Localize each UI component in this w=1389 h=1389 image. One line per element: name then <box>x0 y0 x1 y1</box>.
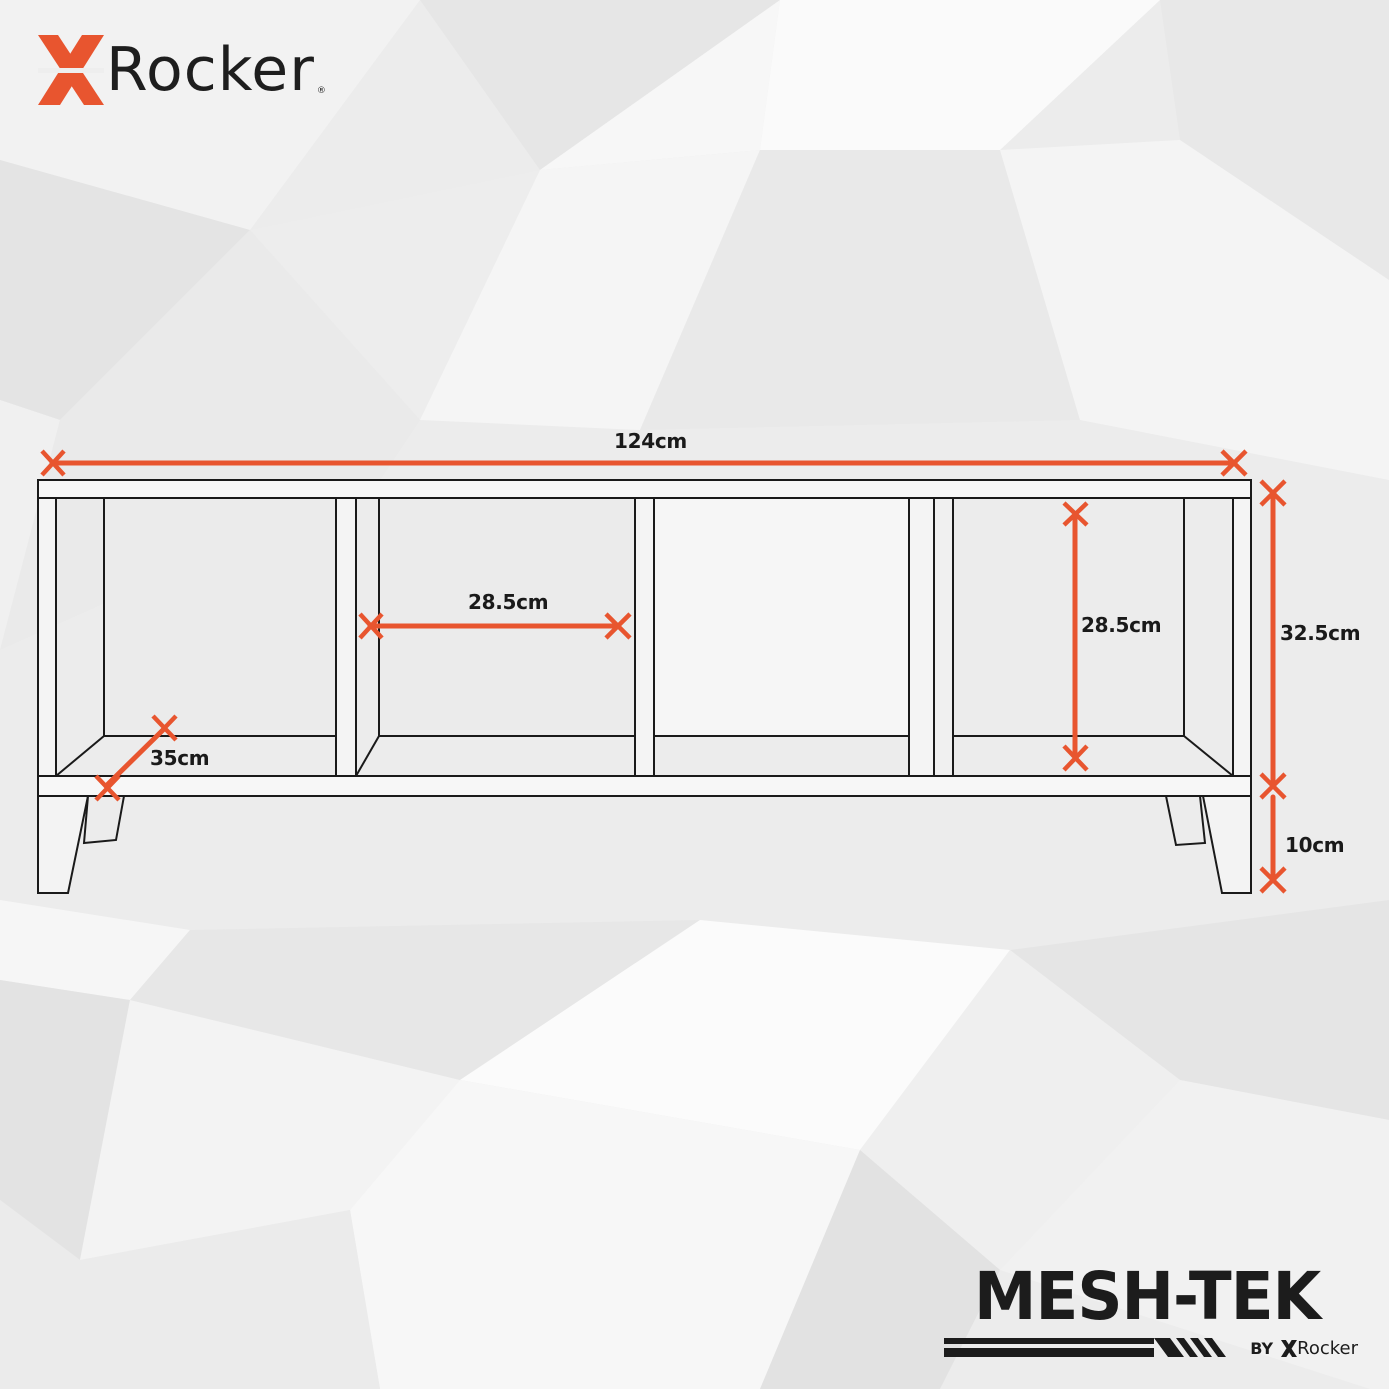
by-xrocker: BY Rocker <box>1250 1338 1358 1359</box>
x-marker-icon <box>604 612 632 640</box>
dimension-end-markers <box>40 449 1287 894</box>
leg-height-label: 10cm <box>1285 833 1345 857</box>
mesh-tek-wordmark: MESH-TEK <box>974 1258 1321 1335</box>
x-marker-icon <box>1259 772 1287 800</box>
x-marker-icon <box>40 449 66 477</box>
x-marker-icon <box>1259 479 1287 507</box>
x-marker-icon <box>1220 449 1248 477</box>
x-marker-icon <box>1259 866 1287 894</box>
mesh-tek-logo: MESH-TEK BY Rocker <box>944 1264 1358 1362</box>
logo-wordmark: Rocker <box>106 35 315 105</box>
tv-unit-outline <box>37 479 1252 894</box>
registered-mark: ® <box>316 86 326 96</box>
x-marker-icon <box>358 612 384 640</box>
xrocker-x-icon <box>38 35 104 105</box>
small-x-icon <box>1281 1340 1298 1357</box>
x-marker-icon <box>1062 744 1089 772</box>
small-xrocker-wordmark: Rocker <box>1297 1338 1358 1359</box>
compartment-height-label: 28.5cm <box>1081 613 1162 637</box>
x-marker-icon <box>1062 501 1089 527</box>
compartment-width-label: 28.5cm <box>468 590 549 614</box>
small-xrocker-logo: Rocker <box>1281 1338 1358 1359</box>
x-marker-icon <box>94 774 121 802</box>
body-height-label: 32.5cm <box>1280 621 1361 645</box>
by-label: BY <box>1250 1339 1274 1358</box>
x-marker-icon <box>151 714 178 742</box>
xrocker-logo: Rocker ® <box>38 30 326 110</box>
depth-label: 35cm <box>150 746 210 770</box>
mesh-tek-stripe-decoration <box>944 1338 1226 1357</box>
overall-width-label: 124cm <box>614 429 687 453</box>
